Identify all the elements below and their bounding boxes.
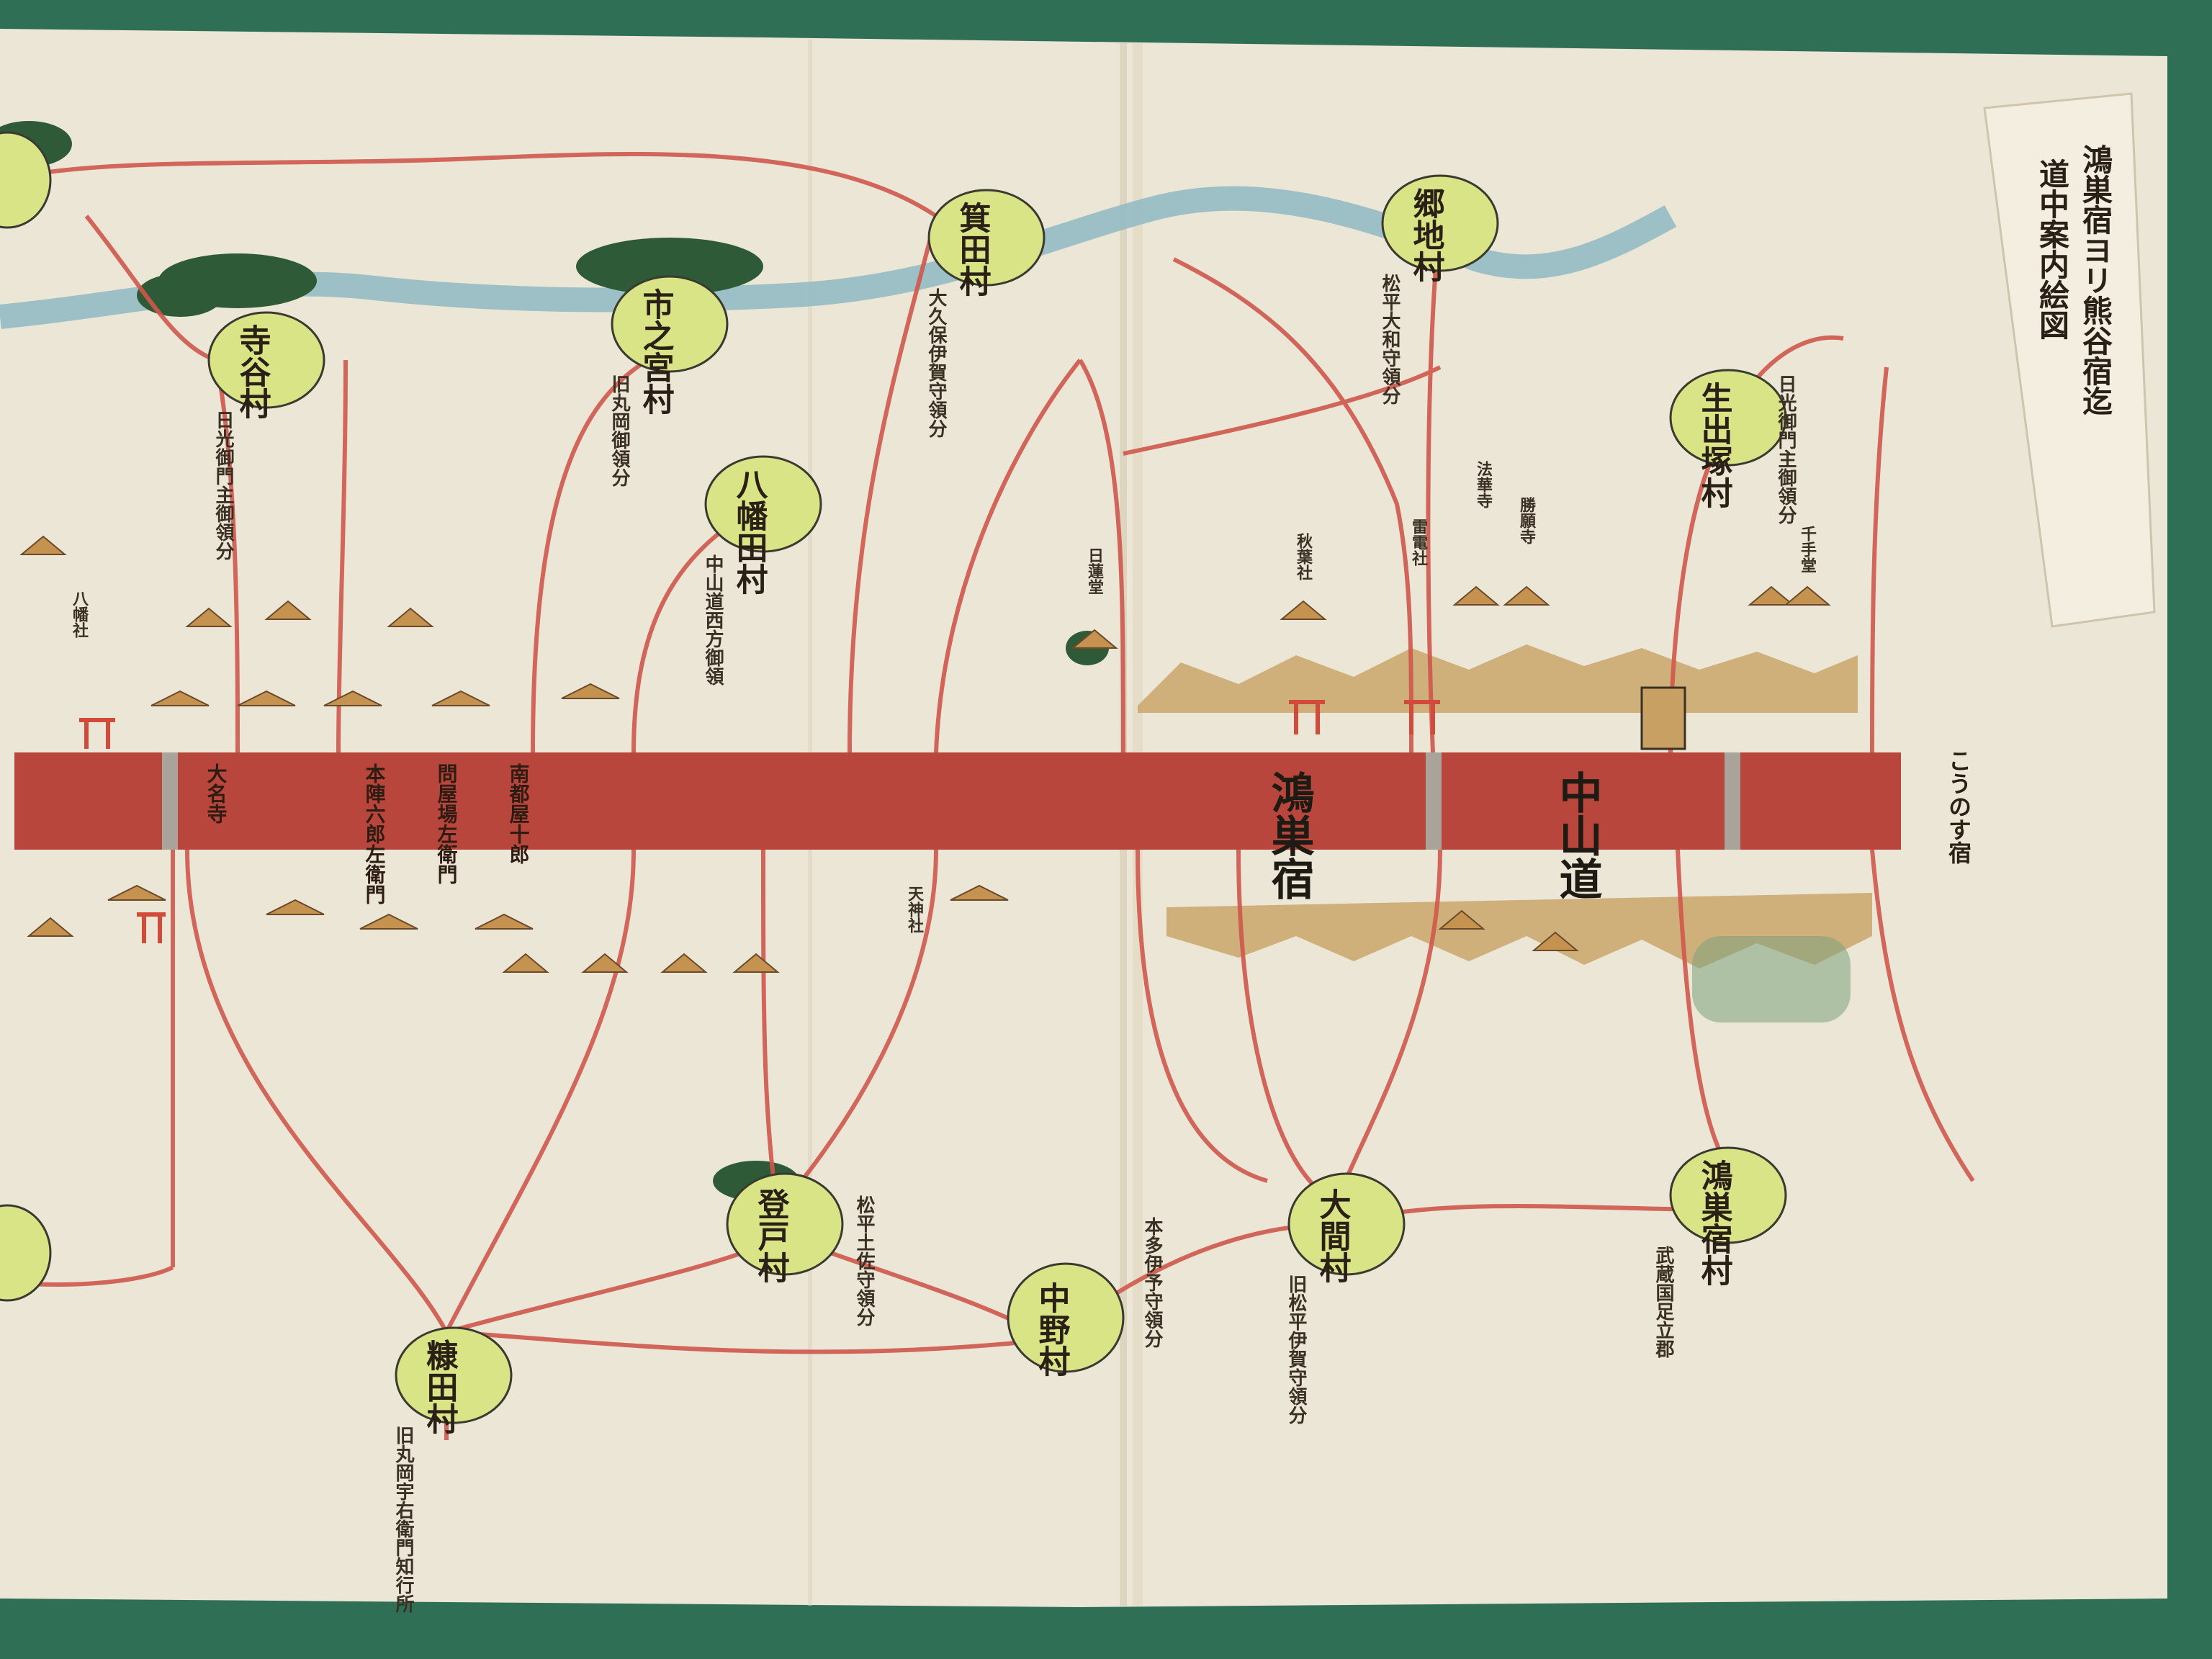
landmark-label: 天神社 xyxy=(905,886,924,933)
temple-grounds xyxy=(1692,936,1851,1022)
village-marker: 箕田村 大久保伊賀守領分 xyxy=(925,189,1046,439)
village-note: 日光御門主御領分 xyxy=(212,410,235,561)
village-name: 中野村 xyxy=(1033,1282,1071,1377)
village-name: 糠田村 xyxy=(421,1339,459,1434)
highway-gap xyxy=(1426,752,1442,850)
village-name: 生出塚村 xyxy=(1696,382,1733,508)
village-marker-partial xyxy=(0,131,52,229)
village-marker: 生出塚村 日光御門主御領分 xyxy=(1669,369,1797,525)
village-marker-partial xyxy=(0,1204,52,1302)
landmark-label: 雷電社 xyxy=(1409,518,1428,566)
highway-gap xyxy=(162,752,178,850)
edge-label: こうのす宿 xyxy=(1945,749,1972,864)
village-note: 大久保伊賀守領分 xyxy=(925,288,948,439)
village-name: 八幡田村 xyxy=(731,468,768,595)
houses xyxy=(19,535,1831,973)
village-name: 鴻巣宿村 xyxy=(1696,1159,1733,1286)
village-name: 市之宮村 xyxy=(637,288,675,415)
village-marker: 寺谷村 日光御門主御領分 xyxy=(207,311,325,561)
landmark-label: 千手堂 xyxy=(1798,526,1817,573)
landmark-label: 法華寺 xyxy=(1474,461,1493,509)
village-note: 本多伊予守領分 xyxy=(1141,1217,1164,1349)
village-name: 寺谷村 xyxy=(234,324,271,419)
title-slip-line-2: 道中案内絵図 xyxy=(2035,158,2070,340)
title-slip xyxy=(1983,92,2156,628)
village-note: 旧丸岡御領分 xyxy=(608,374,631,487)
highway-band xyxy=(14,752,1901,850)
torii-gates xyxy=(79,700,1440,943)
landmark-label: 八幡社 xyxy=(70,590,89,638)
village-name: 登戸村 xyxy=(752,1188,791,1283)
highway-note-2: 問屋場左衛門 xyxy=(435,763,459,884)
highway-note-4: 大名寺 xyxy=(204,763,228,824)
highway-name: 中山道 xyxy=(1552,770,1602,900)
village-note: 松平大和守領分 xyxy=(1379,274,1401,405)
title-slip-line-1: 鴻巣宿ヨリ熊谷宿迄 xyxy=(2078,144,2113,416)
village-note: 旧丸岡宇右衛門知行所 xyxy=(392,1426,415,1614)
highway-note-1: 南都屋十郎 xyxy=(507,763,531,864)
village-marker: 登戸村 松平土佐守領分 xyxy=(726,1172,876,1327)
village-name: 郷地村 xyxy=(1408,187,1445,282)
highway-gap xyxy=(1725,752,1740,850)
village-marker: 市之宮村 旧丸岡御領分 xyxy=(608,275,729,487)
landmark-label: 秋葉社 xyxy=(1294,533,1313,580)
highway-note-3: 本陣六郎左衛門 xyxy=(363,763,387,904)
landmark-label: 日蓮堂 xyxy=(1085,547,1104,595)
gate-building xyxy=(1640,686,1686,750)
landmark-label: 勝願寺 xyxy=(1517,497,1536,545)
village-note: 武蔵国足立郡 xyxy=(1653,1246,1675,1358)
tree-grove xyxy=(0,121,1109,1201)
village-note: 旧松平伊賀守領分 xyxy=(1285,1274,1308,1425)
village-marker: 郷地村 松平大和守領分 xyxy=(1379,174,1499,405)
village-name: 大間村 xyxy=(1314,1188,1352,1283)
village-marker: 八幡田村 中山道西方御領 xyxy=(702,455,822,686)
village-name: 箕田村 xyxy=(954,202,992,297)
village-marker: 中野村 本多伊予守領分 xyxy=(1007,1217,1164,1377)
hills-south xyxy=(1166,893,1872,968)
village-marker: 糠田村 旧丸岡宇右衛門知行所 xyxy=(392,1326,513,1614)
village-marker: 大間村 旧松平伊賀守領分 xyxy=(1285,1172,1406,1425)
village-note: 松平土佐守領分 xyxy=(853,1195,876,1327)
post-town-name: 鴻巣宿 xyxy=(1264,770,1314,900)
village-marker: 鴻巣宿村 武蔵国足立郡 xyxy=(1653,1146,1787,1358)
village-note: 日光御門主御領分 xyxy=(1775,374,1797,525)
village-note: 中山道西方御領 xyxy=(702,554,724,686)
